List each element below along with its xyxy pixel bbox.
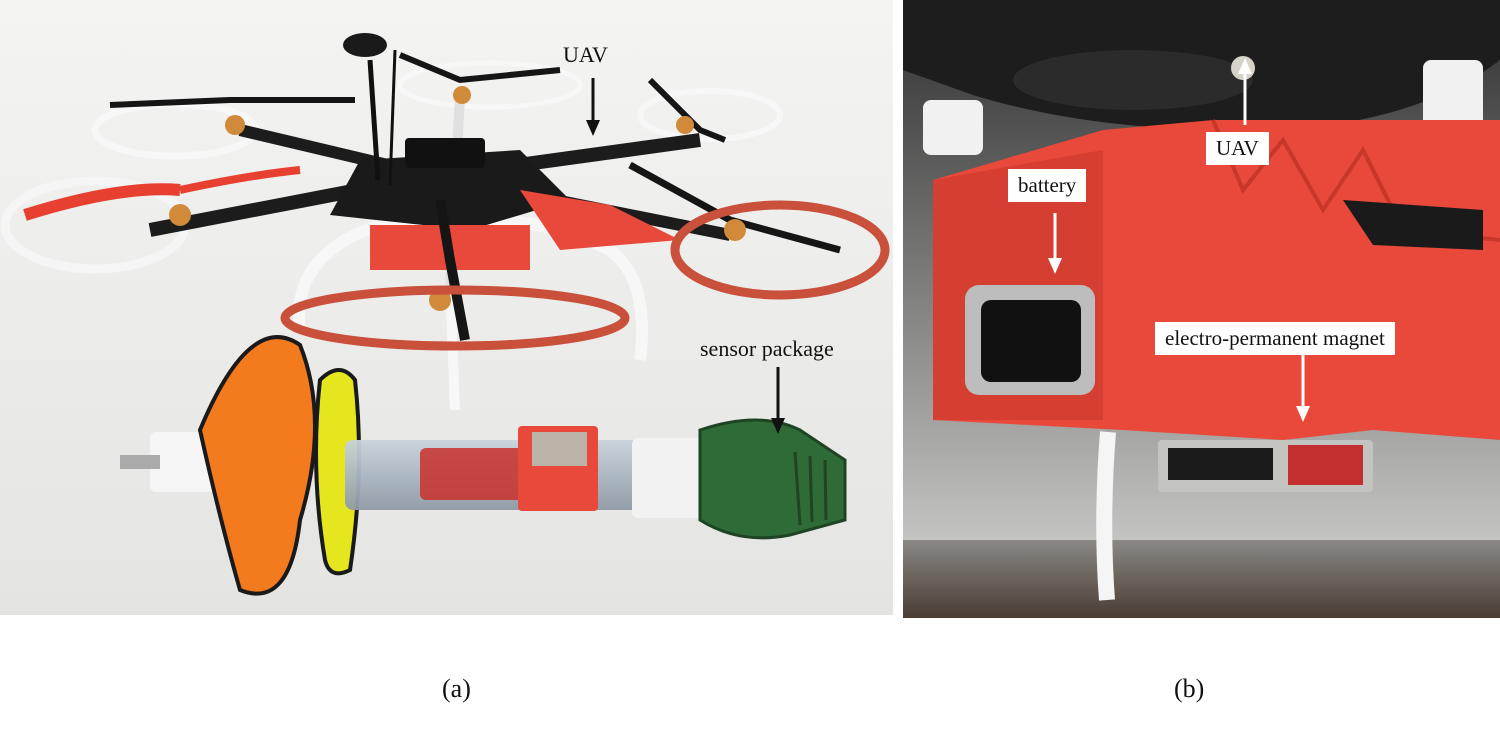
uav-label: UAV [1206,132,1269,165]
photo-docking-closeup: UAV battery electro-permanent magnet [903,0,1500,618]
uav-label: UAV [563,42,608,67]
magnet-label: electro-permanent magnet [1155,322,1395,355]
caption-a: (a) [442,674,471,703]
docking-mechanism-illustration [903,0,1500,618]
battery-label: battery [1008,169,1087,202]
sensor-package-label: sensor package [700,336,834,361]
uav-sensor-illustration [0,0,893,615]
photo-uav-with-sensor-package: UAV sensor package [0,0,893,615]
caption-b: (b) [1174,674,1205,703]
